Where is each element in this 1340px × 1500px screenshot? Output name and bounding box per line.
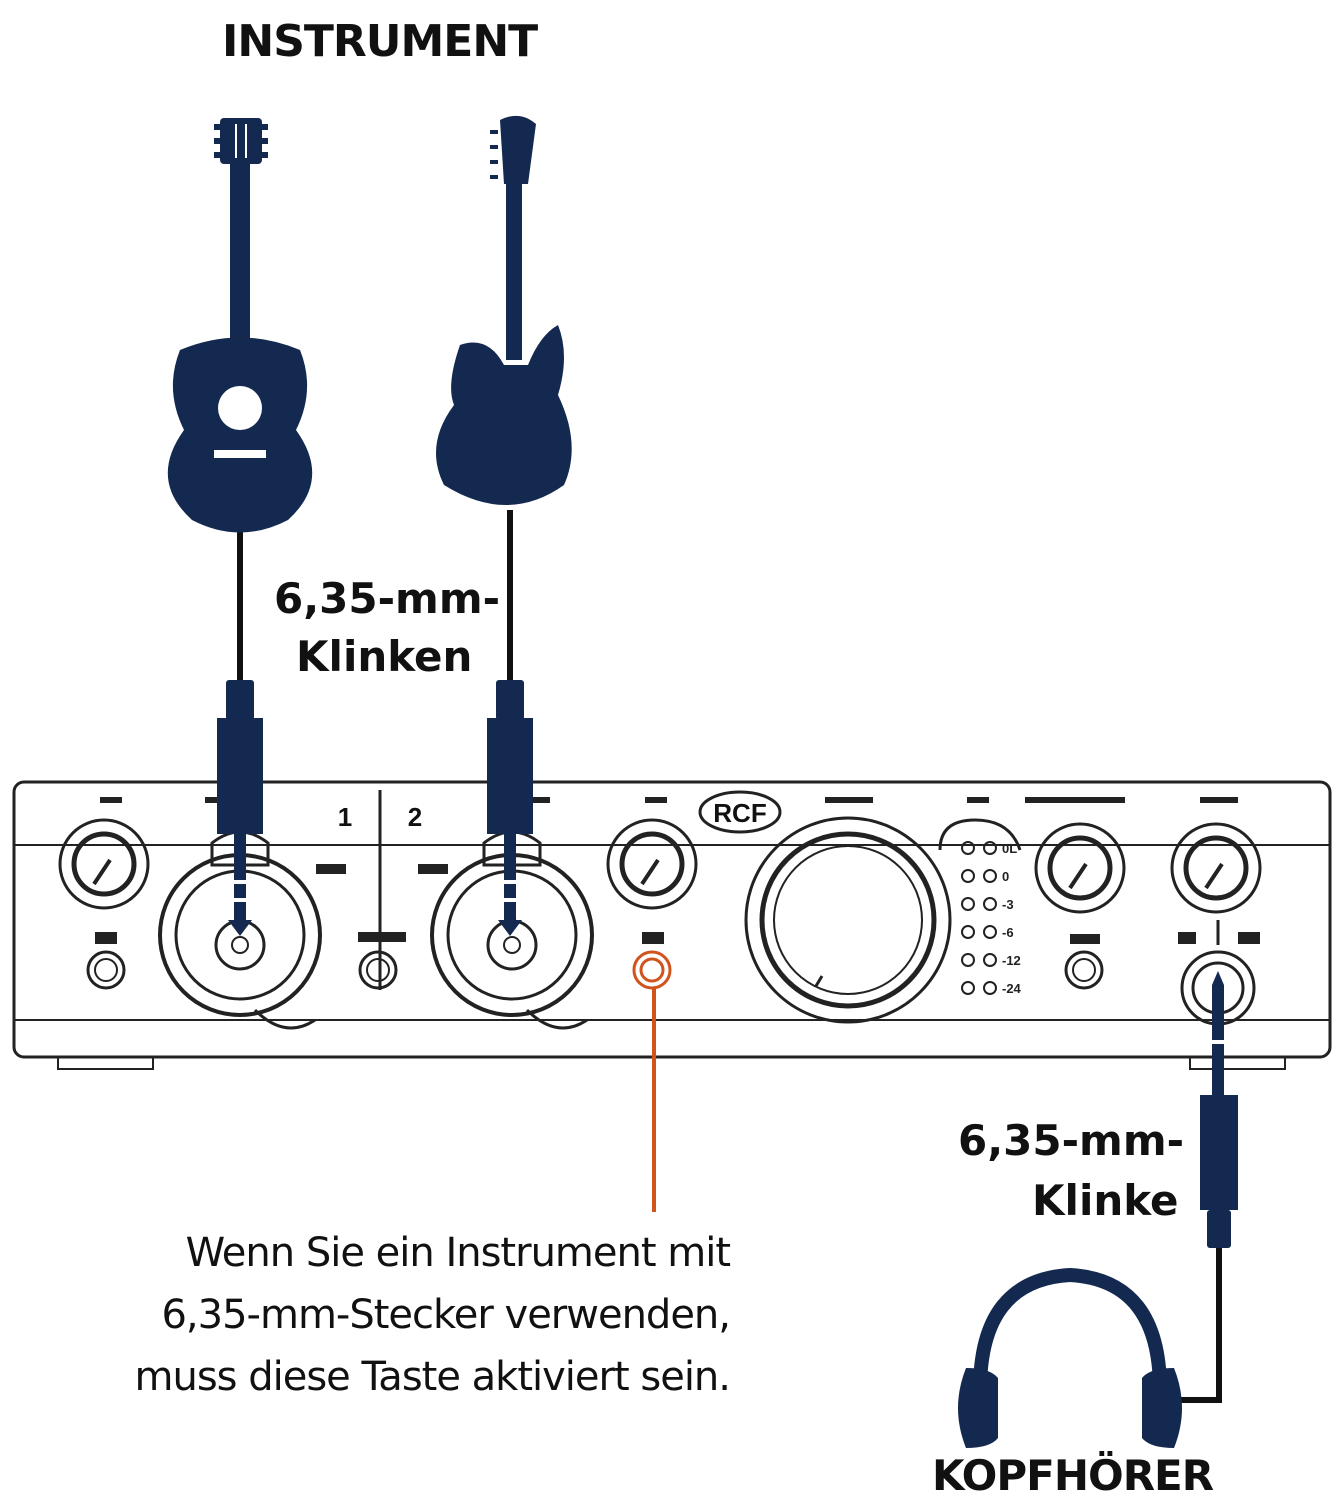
meter-mark-label: 0 [1002, 869, 1009, 884]
electric-guitar-icon [436, 115, 572, 505]
headphone-jack-label-line2: Klinke [1032, 1176, 1179, 1225]
meter-led [961, 841, 975, 855]
instrument-cables [237, 510, 513, 690]
headphones-heading: KOPFHÖRER [932, 1451, 1214, 1500]
brand-label: RCF [713, 798, 766, 828]
headphones-icon [958, 1267, 1182, 1448]
input-jack-label-line1: 6,35-mm- [274, 574, 501, 623]
channel-2-label: 2 [408, 802, 422, 832]
hiz-note: Wenn Sie ein Instrument mit 6,35-mm-Stec… [130, 1222, 732, 1408]
note-line: Wenn Sie ein Instrument mit [185, 1230, 731, 1276]
input-jack-label-line2: Klinken [296, 632, 473, 681]
jack-plug-icon [1200, 971, 1238, 1248]
meter-led [961, 869, 975, 883]
headphone-level-knob[interactable] [1170, 822, 1262, 914]
meter-led [983, 981, 997, 995]
meter-led [961, 925, 975, 939]
meter-led [961, 953, 975, 967]
gain-knob-2[interactable] [606, 818, 698, 910]
headphone-jack-label-line1: 6,35-mm- [958, 1116, 1185, 1165]
mono-button[interactable] [1064, 950, 1104, 990]
meter-mark-label: -3 [1002, 897, 1014, 912]
note-line: muss diese Taste aktiviert sein. [134, 1354, 732, 1400]
hiz-button-1[interactable] [86, 950, 126, 990]
note-line: 6,35-mm-Stecker verwenden, [161, 1292, 731, 1338]
rcf-logo: RCF [698, 790, 782, 834]
headphone-cable [1172, 1248, 1222, 1403]
level-meter: 0L 0 -3 -6 -12 -24 [938, 818, 1022, 996]
acoustic-guitar-icon [167, 118, 313, 533]
meter-mark-label: -24 [1002, 981, 1022, 996]
monitor-knob[interactable] [744, 816, 952, 1024]
meter-led [983, 925, 997, 939]
channel-numbers: 1 2 [338, 802, 422, 832]
channel-1-label: 1 [338, 802, 352, 832]
jack-plug-icon [217, 680, 263, 936]
meter-led [983, 953, 997, 967]
meter-led [983, 869, 997, 883]
jack-plug-icon [487, 680, 533, 936]
gain-knob-1[interactable] [58, 818, 150, 910]
meter-led [983, 841, 997, 855]
meter-led [961, 897, 975, 911]
instrument-heading: INSTRUMENT [222, 16, 538, 67]
meter-led [983, 897, 997, 911]
meter-mark-label: -12 [1002, 953, 1021, 968]
meter-mark-label: 0L [1002, 841, 1017, 856]
phantom-power-button[interactable] [358, 950, 398, 990]
meter-led [961, 981, 975, 995]
meter-mark-label: -6 [1002, 925, 1014, 940]
audio-interface-panel [12, 780, 1332, 1070]
panel-small-labels [95, 797, 1260, 944]
direct-monitor-knob[interactable] [1034, 822, 1126, 914]
